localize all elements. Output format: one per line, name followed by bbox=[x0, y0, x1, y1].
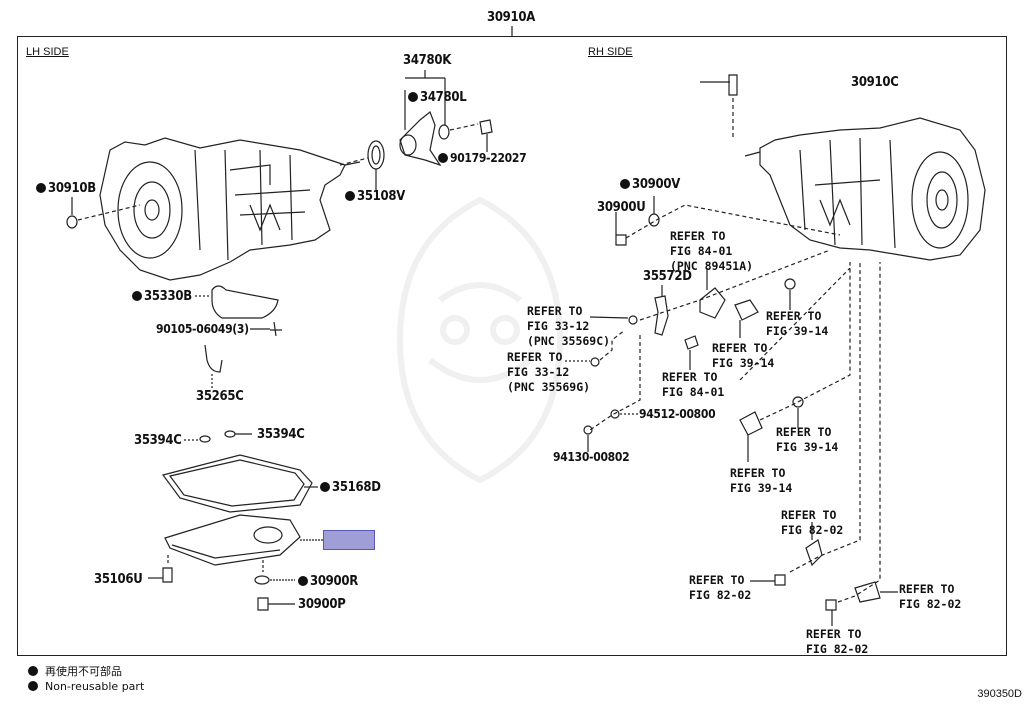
non-reusable-icon bbox=[345, 191, 355, 201]
part-35265C[interactable]: 35265C bbox=[196, 389, 244, 404]
refer-fig-84-01[interactable]: REFER TO FIG 84-01 bbox=[662, 370, 725, 399]
part-30900V[interactable]: 30900V bbox=[620, 177, 680, 192]
part-90105-06049[interactable]: 90105-06049(3) bbox=[156, 322, 249, 336]
refer-fig-33-12-pnc-35569c[interactable]: REFER TO FIG 33-12 (PNC 35569C) bbox=[527, 304, 611, 348]
assembly-part-number[interactable]: 30910A bbox=[487, 10, 535, 25]
refer-fig-82-02-c[interactable]: REFER TO FIG 82-02 bbox=[899, 582, 962, 611]
part-90179-22027[interactable]: 90179-22027 bbox=[438, 151, 527, 166]
part-30900P[interactable]: 30900P bbox=[298, 597, 346, 612]
part-35330B[interactable]: 35330B bbox=[132, 289, 192, 304]
part-94512-00800[interactable]: 94512-00800 bbox=[639, 407, 716, 421]
lh-transmission-illustration bbox=[99, 137, 361, 281]
non-reusable-icon bbox=[36, 183, 46, 193]
diagram-frame bbox=[17, 36, 1007, 656]
part-35394C-left[interactable]: 35394C bbox=[134, 433, 182, 448]
refer-fig-39-14-a[interactable]: REFER TO FIG 39-14 bbox=[712, 341, 775, 370]
refer-fig-39-14-c[interactable]: REFER TO FIG 39-14 bbox=[776, 425, 839, 454]
refer-fig-82-02-b[interactable]: REFER TO FIG 82-02 bbox=[689, 573, 752, 602]
oil-pan-illustration bbox=[148, 454, 323, 611]
part-35394C-right[interactable]: 35394C bbox=[257, 427, 305, 442]
strainer-illustration bbox=[184, 285, 282, 443]
flange-assembly-illustration bbox=[66, 70, 493, 229]
rh-transmission-illustration bbox=[744, 117, 986, 261]
refer-fig-39-14-d[interactable]: REFER TO FIG 39-14 bbox=[730, 466, 793, 495]
non-reusable-icon bbox=[438, 153, 448, 163]
watermark-logo bbox=[396, 196, 564, 484]
part-35108V[interactable]: 35108V bbox=[345, 189, 405, 204]
part-34780K[interactable]: 34780K bbox=[403, 53, 451, 68]
lh-side-label: LH SIDE bbox=[26, 46, 69, 58]
part-35572D[interactable]: 35572D bbox=[643, 269, 692, 284]
part-30900U[interactable]: 30900U bbox=[597, 200, 646, 215]
part-35168D[interactable]: 35168D bbox=[320, 480, 381, 495]
part-30910B[interactable]: 30910B bbox=[36, 181, 96, 196]
legend-jp: 再使用不可部品 bbox=[28, 663, 122, 679]
part-94130-00802[interactable]: 94130-00802 bbox=[553, 450, 630, 464]
non-reusable-icon bbox=[28, 666, 38, 676]
part-35106U[interactable]: 35106U bbox=[94, 572, 143, 587]
highlighted-part-box[interactable] bbox=[323, 530, 375, 550]
non-reusable-icon bbox=[298, 576, 308, 586]
legend-en: Non-reusable part bbox=[28, 680, 144, 693]
refer-fig-39-14-b[interactable]: REFER TO FIG 39-14 bbox=[766, 309, 829, 338]
rh-side-label: RH SIDE bbox=[588, 46, 633, 58]
refer-fig-33-12-pnc-35569g[interactable]: REFER TO FIG 33-12 (PNC 35569G) bbox=[507, 350, 591, 394]
non-reusable-icon bbox=[620, 179, 630, 189]
refer-fig-84-01-pnc-89451a[interactable]: REFER TO FIG 84-01 (PNC 89451A) bbox=[670, 229, 754, 273]
non-reusable-icon bbox=[28, 681, 38, 691]
refer-fig-82-02-d[interactable]: REFER TO FIG 82-02 bbox=[806, 627, 869, 656]
refer-fig-82-02-a[interactable]: REFER TO FIG 82-02 bbox=[781, 508, 844, 537]
non-reusable-icon bbox=[320, 482, 330, 492]
part-30900R[interactable]: 30900R bbox=[298, 574, 358, 589]
non-reusable-icon bbox=[132, 291, 142, 301]
part-34780L[interactable]: 34780L bbox=[408, 90, 467, 105]
rh-small-parts-illustration bbox=[565, 74, 898, 626]
non-reusable-icon bbox=[408, 92, 418, 102]
part-30910C[interactable]: 30910C bbox=[851, 75, 899, 90]
figure-number: 390350D bbox=[977, 688, 1022, 700]
